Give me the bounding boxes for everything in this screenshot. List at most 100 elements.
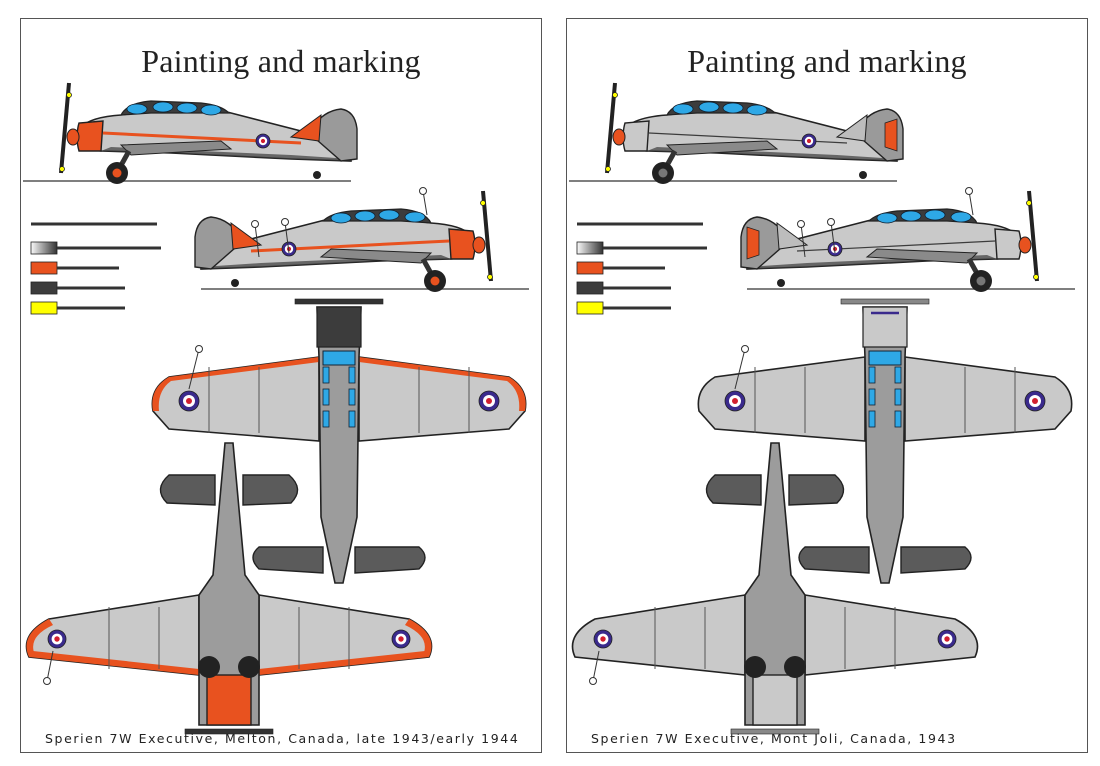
color-legend [576, 222, 707, 315]
left-wing [697, 356, 866, 442]
canopy-window [152, 101, 174, 113]
prop-tip [1033, 274, 1039, 280]
roundel-center [486, 398, 492, 404]
tail-wheel [313, 171, 321, 179]
callout-line [830, 221, 836, 254]
canopy-window [900, 210, 922, 222]
cabin-window [868, 410, 876, 428]
bottom-view-aircraft [25, 442, 433, 735]
sheet-caption: Sperien 7W Executive, Mont Joli, Canada,… [591, 731, 957, 746]
roundel-center [260, 138, 266, 144]
painting-sheet-right: Painting and marking Sperien 7W Executiv… [566, 18, 1088, 753]
right-tailplane [900, 546, 972, 574]
painting-sheet-left: Painting and marking Sperien 7W Executiv… [20, 18, 542, 753]
wing-trailing-accent [259, 651, 429, 675]
stabilizer [835, 113, 868, 142]
propeller [294, 298, 384, 305]
right-tailplane [242, 474, 299, 506]
tail-wheel [777, 279, 785, 287]
callout-marker [741, 345, 749, 353]
left-tailplane [798, 546, 870, 574]
legend-swatch-dark-grey [30, 281, 58, 295]
color-legend [30, 222, 161, 315]
propeller [184, 728, 274, 735]
cabin-window [322, 388, 330, 406]
spinner [66, 128, 80, 146]
propeller [59, 82, 71, 174]
prop-tip [59, 166, 65, 172]
callout-marker [965, 187, 973, 195]
fuselage [862, 306, 908, 584]
callout-line [734, 348, 746, 390]
bottom-view-aircraft [571, 442, 979, 735]
aircraft-drawings [569, 82, 1075, 735]
callout-line [188, 348, 200, 390]
left-wing [571, 594, 746, 676]
side-view-aircraft [194, 190, 529, 292]
propeller [840, 298, 930, 305]
wing-trailing-accent [29, 651, 199, 675]
canopy-window [176, 102, 198, 114]
legend-swatch-orange [30, 261, 58, 275]
left-tailplane [159, 474, 216, 506]
left-tailplane [705, 474, 762, 506]
prop-tip [480, 200, 486, 206]
prop-tip [605, 166, 611, 172]
roundel-center [186, 398, 192, 404]
sheet-caption: Sperien 7W Executive, Melton, Canada, la… [45, 731, 520, 746]
wheel-hub [976, 276, 986, 286]
sheet-title: Painting and marking [687, 43, 967, 79]
prop-tip [487, 274, 493, 280]
canopy-window [330, 212, 352, 224]
callout-marker [797, 220, 805, 228]
prop-tip [66, 92, 72, 98]
callout-marker [251, 220, 259, 228]
legend-swatch-yellow [576, 301, 604, 315]
tail-wheel [859, 171, 867, 179]
main-wheel [784, 656, 806, 678]
top-view-aircraft [697, 298, 1073, 584]
roundel-center [54, 636, 60, 642]
legend-swatch-orange [576, 261, 604, 275]
rudder-flash [884, 118, 898, 152]
wheel-hub [430, 276, 440, 286]
spinner [472, 236, 486, 254]
canopy-window [876, 212, 898, 224]
canopy-window [354, 210, 376, 222]
canopy-window [378, 209, 400, 221]
roundel-center [1032, 398, 1038, 404]
canopy-window [126, 103, 148, 115]
main-wheel [198, 656, 220, 678]
callout-marker [589, 677, 597, 685]
canopy-window [672, 103, 694, 115]
callout-marker [281, 218, 289, 226]
prop-tip [1026, 200, 1032, 206]
engine-cowling [448, 228, 476, 260]
callout-line [284, 221, 290, 254]
cabin-window [348, 388, 356, 406]
windscreen [322, 350, 356, 366]
wingtip-accent [26, 619, 53, 657]
right-wing [804, 594, 979, 676]
cabin-window [868, 366, 876, 384]
callout-line [254, 223, 260, 258]
side-view-aircraft [569, 82, 904, 184]
rudder-flash [746, 226, 760, 260]
windscreen [868, 350, 902, 366]
propeller [605, 82, 617, 174]
callout-line [46, 650, 54, 682]
sheet-title: Painting and marking [141, 43, 421, 79]
engine-cowling [862, 306, 908, 348]
callout-line [422, 190, 428, 216]
legend-swatch-aluminium [30, 241, 58, 255]
stabilizer [289, 113, 322, 142]
wheel-hub [658, 168, 668, 178]
legend-swatch-yellow [30, 301, 58, 315]
canopy-window [924, 209, 946, 221]
canopy-window [698, 101, 720, 113]
aircraft-drawings [23, 82, 529, 735]
cabin-window [348, 410, 356, 428]
cabin-window [322, 410, 330, 428]
canopy-window [404, 211, 426, 223]
top-view-aircraft [151, 298, 527, 584]
